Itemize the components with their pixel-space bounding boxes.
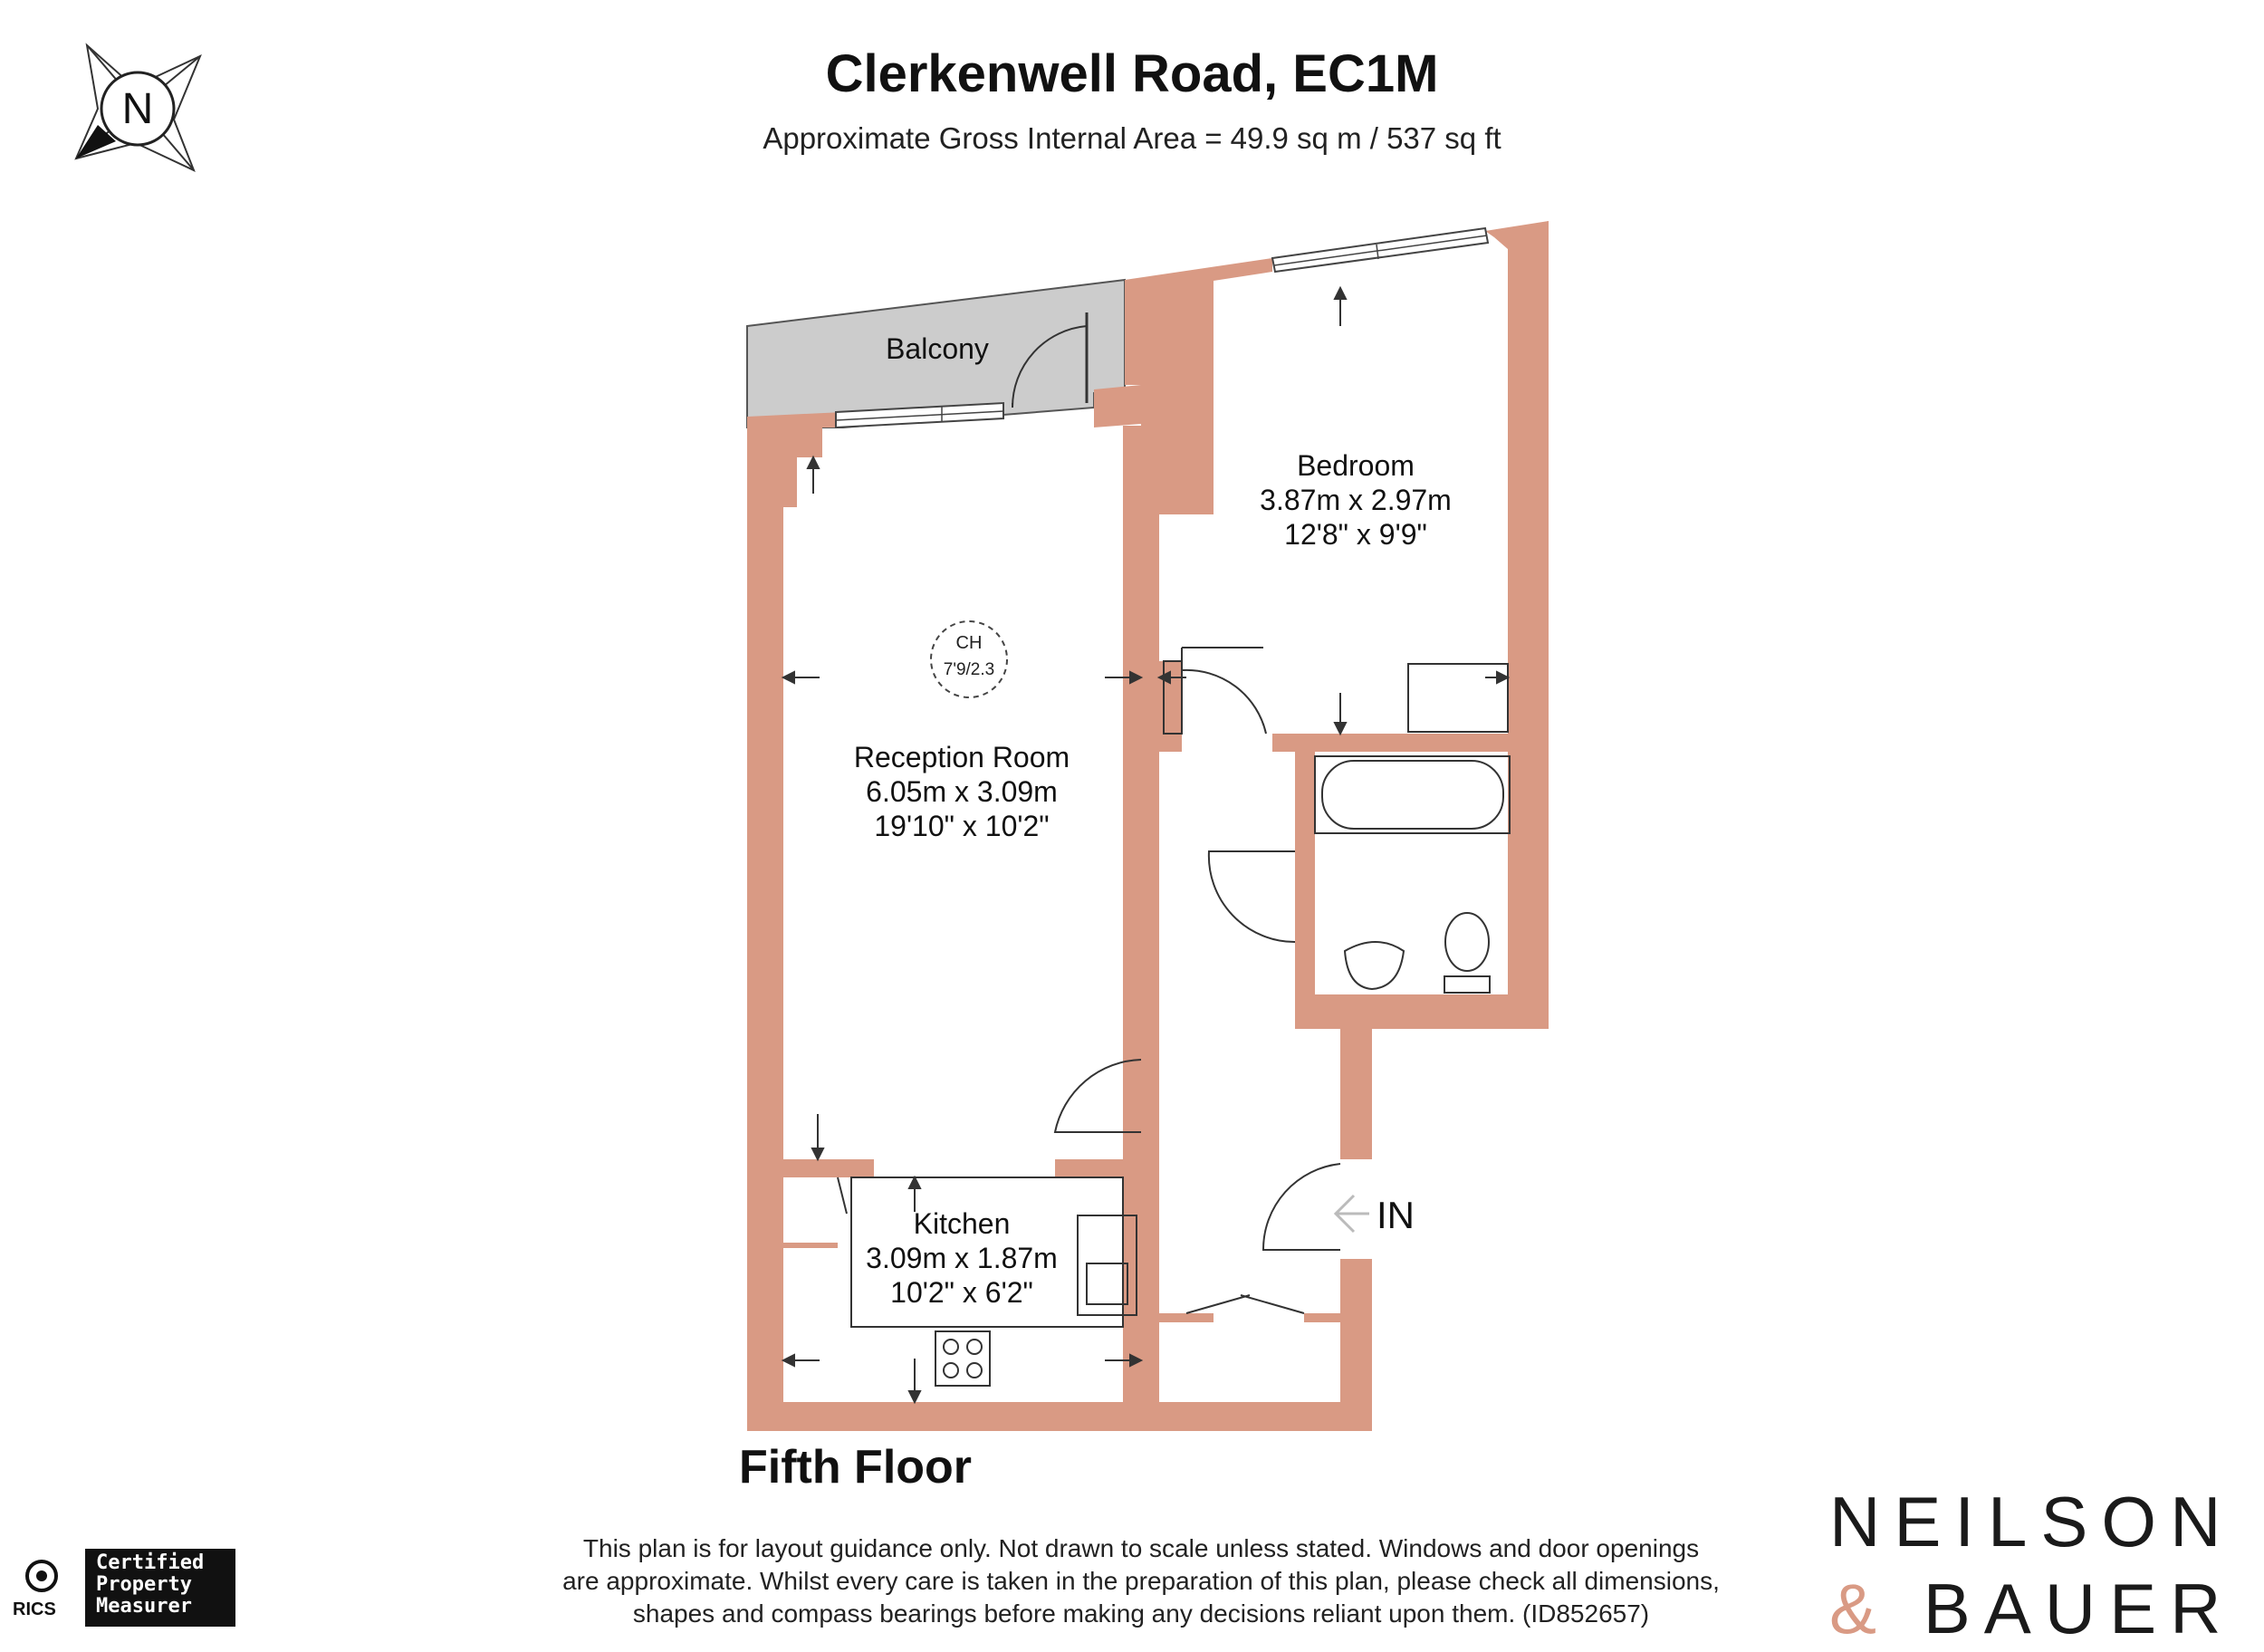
disclaimer: This plan is for layout guidance only. N… [507, 1532, 1775, 1630]
floor-label: Fifth Floor [739, 1441, 973, 1494]
kitchen-imperial: 10'2" x 6'2" [890, 1276, 1033, 1309]
rics-lion-icon [25, 1560, 58, 1592]
window-top-right [1271, 226, 1490, 274]
balcony-label: Balcony [886, 332, 989, 365]
ceiling-height-marker [930, 620, 1008, 698]
hob-icon [943, 1339, 983, 1378]
reception-imperial: 19'10" x 10'2" [874, 810, 1049, 842]
area-subtitle: Approximate Gross Internal Area = 49.9 s… [763, 121, 1501, 155]
disclaimer-line: This plan is for layout guidance only. N… [582, 1534, 1700, 1562]
entrance-label: IN [1377, 1194, 1415, 1236]
disclaimer-line: are approximate. Whilst every care is ta… [562, 1567, 1720, 1595]
plan-title: Clerkenwell Road, EC1M [825, 44, 1439, 103]
toilet-icon [1444, 912, 1491, 994]
rics-wordmark: RICS [13, 1599, 56, 1619]
ceiling-height-value: 7'9/2.3 [944, 660, 994, 679]
basin-icon [1343, 941, 1405, 991]
reception-name: Reception Room [854, 741, 1070, 773]
compass-label: N [122, 85, 154, 133]
disclaimer-line: shapes and compass bearings before makin… [632, 1599, 1650, 1628]
interior-outlines [850, 660, 1511, 1387]
brand-logo: NEILSON & BAUER [1829, 1478, 2246, 1652]
certified-measurer-badge: Certified Property Measurer [85, 1549, 235, 1627]
walls [747, 221, 1549, 1431]
brand-line-2: BAUER [1923, 1569, 2235, 1648]
bedroom-imperial: 12'8" x 9'9" [1284, 518, 1427, 551]
bedroom-name: Bedroom [1297, 449, 1415, 482]
door-swings [837, 647, 1341, 1314]
dimension-markers [781, 285, 1511, 1405]
bedroom-metric: 3.87m x 2.97m [1260, 484, 1452, 516]
ceiling-height-label: CH [956, 633, 983, 653]
brand-ampersand: & [1829, 1569, 1891, 1648]
entrance-arrow-icon [1333, 1194, 1369, 1234]
reception-metric: 6.05m x 3.09m [866, 775, 1058, 808]
compass-north-icon: N [74, 43, 202, 172]
window-reception [835, 401, 1004, 429]
kitchen-name: Kitchen [914, 1207, 1011, 1240]
kitchen-metric: 3.09m x 1.87m [866, 1242, 1058, 1274]
rics-certification: RICS Certified Property Measurer [13, 1549, 239, 1628]
brand-line-1: NEILSON [1829, 1482, 2235, 1561]
